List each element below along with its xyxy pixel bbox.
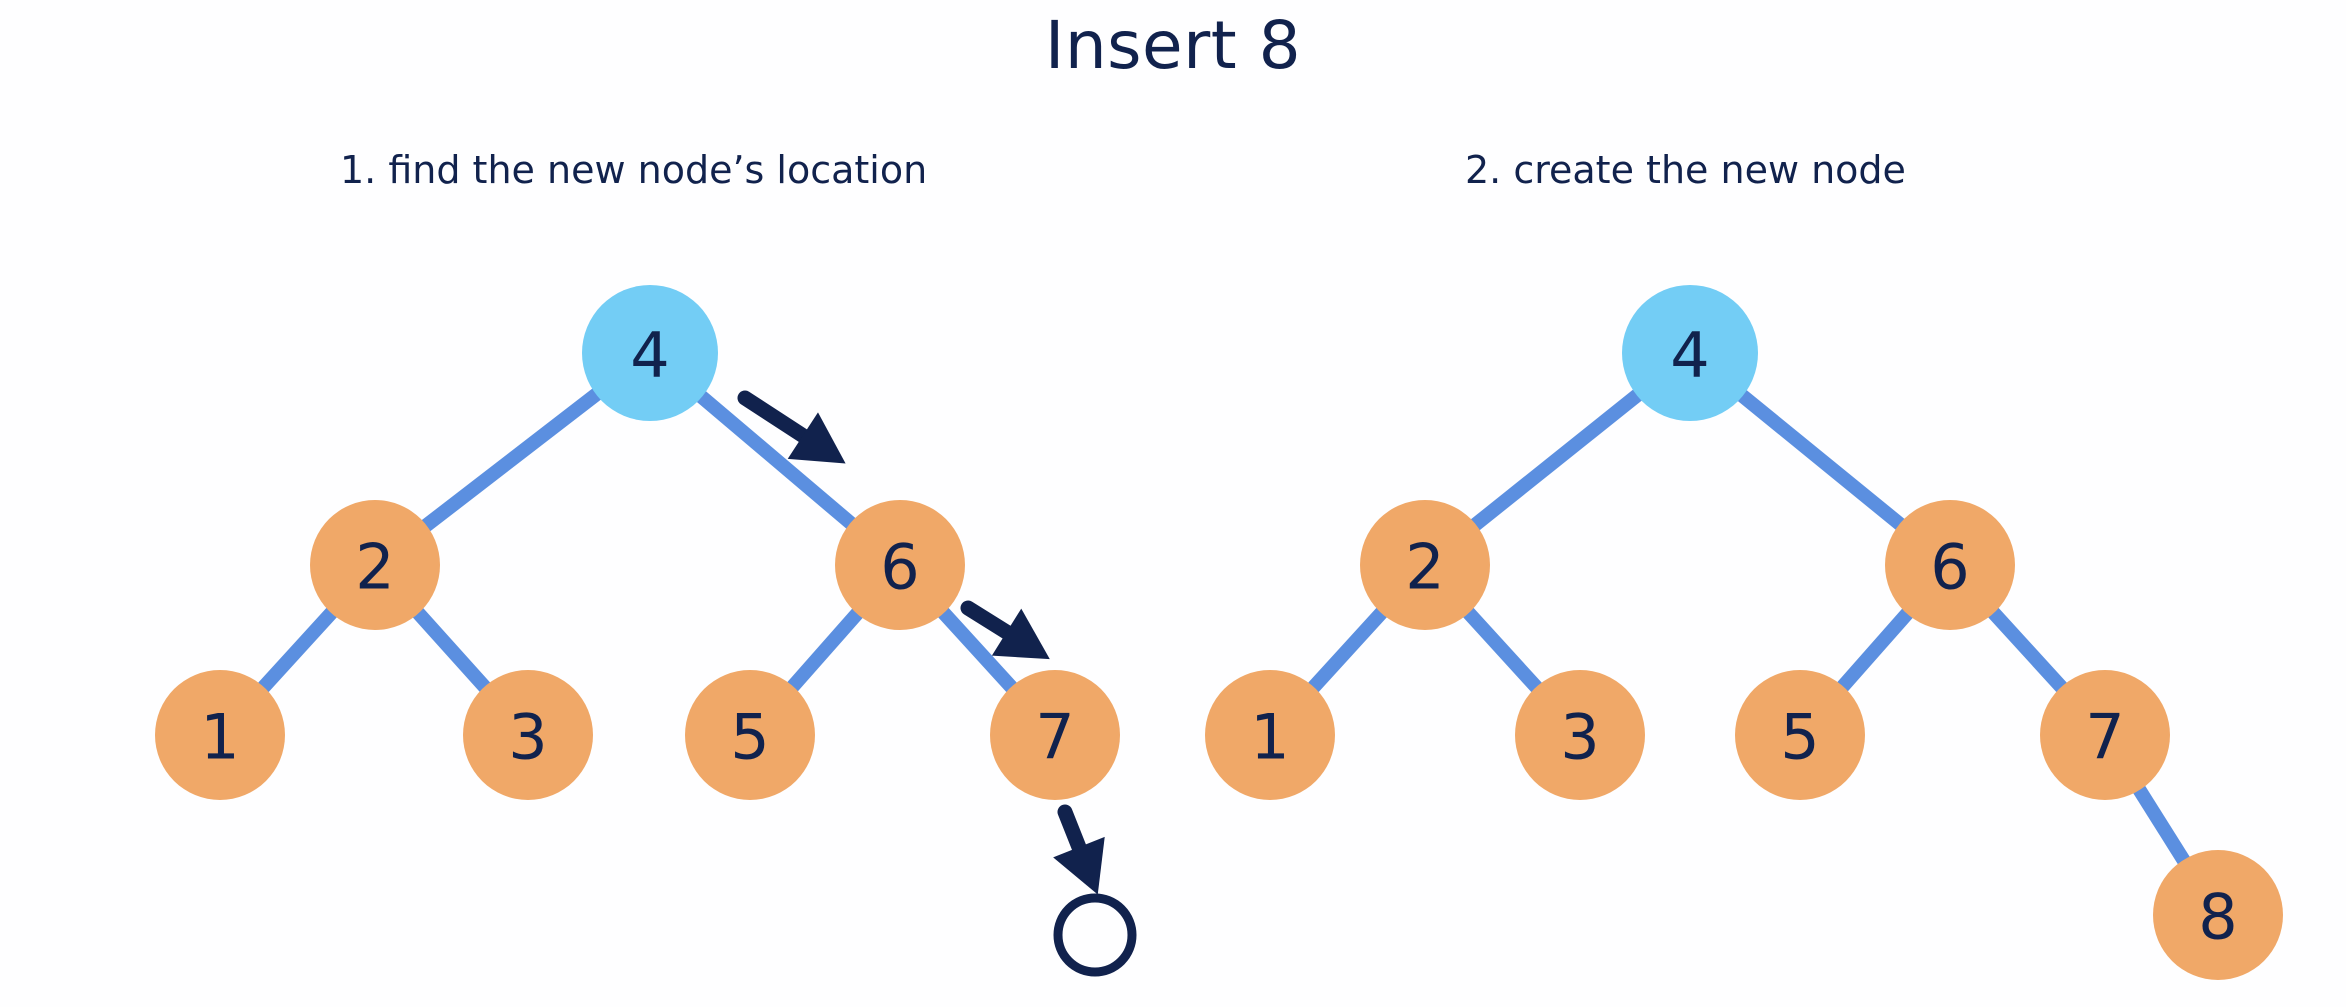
tree-node-2-panel-2[interactable]: 2	[1360, 500, 1490, 630]
node-value-label: 6	[880, 531, 919, 604]
tree-edge-4-6	[692, 387, 860, 533]
tree-node-7-panel-2[interactable]: 7	[2040, 670, 2170, 800]
tree-edge-6-5	[1833, 604, 1917, 696]
node-value-label: 6	[1930, 531, 1969, 604]
node-value-label: 7	[1035, 701, 1074, 774]
node-circle	[582, 285, 718, 421]
tree-node-2-panel-1[interactable]: 2	[310, 500, 440, 630]
node-circle	[1360, 500, 1490, 630]
tree-node-5-panel-2[interactable]: 5	[1735, 670, 1865, 800]
arrow-root-to-right-child	[737, 390, 846, 464]
tree-node-7-panel-1[interactable]: 7	[990, 670, 1120, 800]
node-value-label: 5	[1780, 701, 1819, 774]
tree-edge-4-6	[1733, 386, 1909, 534]
node-value-label: 3	[1560, 701, 1599, 774]
node-value-label: 3	[508, 701, 547, 774]
tree-edge-4-2	[417, 385, 606, 535]
tree-node-1-panel-2[interactable]: 1	[1205, 670, 1335, 800]
tree-node-3-panel-1[interactable]: 3	[463, 670, 593, 800]
node-value-label: 4	[1670, 319, 1709, 392]
node-circle	[1885, 500, 2015, 630]
node-value-label: 5	[730, 701, 769, 774]
node-circle	[2040, 670, 2170, 800]
tree-edges-layer	[254, 385, 2193, 869]
node-circle	[155, 670, 285, 800]
tree-edge-6-5	[783, 604, 867, 696]
tree-node-5-panel-1[interactable]: 5	[685, 670, 815, 800]
panel-1-caption: 1. find the new node’s location	[340, 148, 928, 192]
tree-node-8-panel-2[interactable]: 8	[2153, 850, 2283, 980]
annotation-arrows-layer	[737, 390, 1137, 977]
tree-edge-2-3	[409, 604, 494, 696]
node-value-label: 2	[355, 531, 394, 604]
tree-node-3-panel-2[interactable]: 3	[1515, 670, 1645, 800]
node-circle	[2153, 850, 2283, 980]
node-circle	[685, 670, 815, 800]
arrow-six-to-right-child	[960, 600, 1050, 660]
tree-edge-2-1	[1304, 603, 1391, 697]
node-circle	[1735, 670, 1865, 800]
tree-edge-2-1	[254, 603, 341, 697]
tree-edge-6-7	[934, 603, 1021, 697]
node-circle	[1205, 670, 1335, 800]
tree-node-6-panel-1[interactable]: 6	[835, 500, 965, 630]
tree-node-4-panel-2[interactable]: 4	[1622, 285, 1758, 421]
node-circle	[990, 670, 1120, 800]
node-value-label: 4	[630, 319, 669, 392]
node-value-label: 1	[200, 701, 239, 774]
node-circle	[310, 500, 440, 630]
tree-edge-6-7	[1984, 603, 2071, 697]
tree-node-1-panel-1[interactable]: 1	[155, 670, 285, 800]
node-circle	[835, 500, 965, 630]
tree-node-6-panel-2[interactable]: 6	[1885, 500, 2015, 630]
node-value-label: 7	[2085, 701, 2124, 774]
tree-nodes-layer: 4 2 6 1 3 5 7 4 2 6 1 3 5 7 8	[155, 285, 2283, 980]
node-circle	[1622, 285, 1758, 421]
tree-edge-7-8	[2130, 781, 2193, 869]
tree-edge-4-2	[1466, 386, 1646, 534]
tree-node-4-panel-1[interactable]: 4	[582, 285, 718, 421]
node-value-label: 2	[1405, 531, 1444, 604]
empty-node-placeholder[interactable]	[1053, 893, 1137, 977]
panel-2-caption: 2. create the new node	[1465, 148, 1906, 192]
node-value-label: 8	[2198, 881, 2237, 954]
arrow-seven-to-empty-slot	[1053, 804, 1105, 895]
tree-edge-2-3	[1459, 603, 1546, 697]
page-title: Insert 8	[1044, 7, 1302, 84]
node-circle	[1515, 670, 1645, 800]
node-value-label: 1	[1250, 701, 1289, 774]
node-circle	[463, 670, 593, 800]
